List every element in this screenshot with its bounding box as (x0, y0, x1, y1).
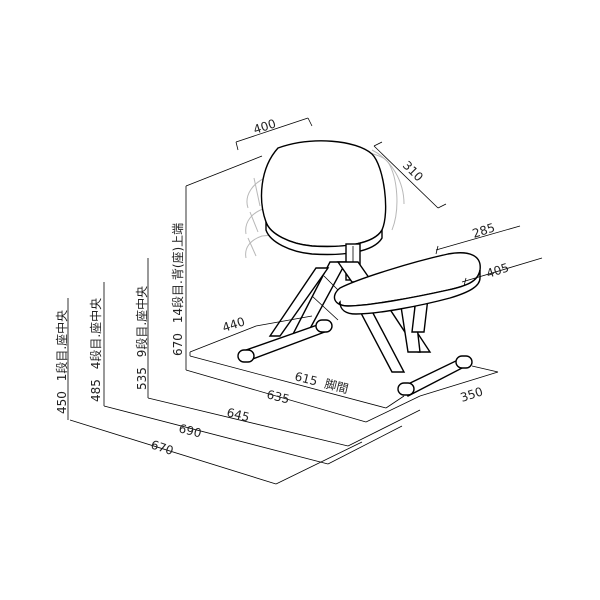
leg-span-value: 615 (293, 369, 319, 388)
knee-pad (333, 252, 481, 315)
height-step-1-text: 450 1段目.座中央 (54, 310, 69, 414)
dim-leg-span: 615 脚間 (189, 355, 405, 409)
label-base-width: 350 (459, 384, 485, 404)
height-label-step-14: 670 14段目.背(座)上端 (170, 223, 185, 356)
dim-knee-width: 405 (461, 257, 543, 287)
height-label-step-9: 535 9段目.座中央 (134, 286, 149, 390)
dim-length-690: 690 (103, 405, 403, 465)
label-knee-depth: 285 (471, 220, 497, 240)
label-knee-width: 405 (485, 260, 511, 280)
height-step-4-text: 485 4段目.座中央 (88, 298, 103, 402)
dim-length-645: 645 (147, 397, 421, 447)
dim-base-depth: 440 (189, 314, 313, 353)
height-step-1-value: 450 (55, 391, 69, 414)
label-seat-depth: 310 (400, 158, 426, 184)
dim-knee-depth: 285 (435, 220, 521, 255)
front-foot (397, 355, 473, 397)
label-length-635: 635 (265, 387, 291, 406)
label-seat-width: 400 (252, 116, 278, 136)
height-step-4-label: 4段目.座中央 (88, 298, 103, 369)
height-step-14-value: 670 (171, 333, 185, 356)
height-step-14-text: 670 14段目.背(座)上端 (170, 223, 185, 356)
dim-length-635: 635 (185, 369, 421, 423)
rear-foot (237, 319, 333, 363)
height-step-9-value: 535 (135, 367, 149, 390)
height-step-9-label: 9段目.座中央 (134, 286, 149, 357)
height-step-14-label: 14段目.背(座)上端 (170, 223, 185, 323)
height-step-4-value: 485 (89, 379, 103, 402)
height-step-1-label: 1段目.座中央 (54, 310, 69, 381)
label-length-645: 645 (225, 405, 251, 424)
leg-span-caption: 脚間 (323, 376, 350, 396)
dim-base-width: 350 (419, 365, 499, 405)
dim-height-lines (67, 155, 263, 420)
dim-seat-width: 400 (235, 116, 313, 151)
label-length-670: 670 (149, 438, 175, 458)
label-leg-span: 615 脚間 (293, 368, 350, 396)
height-label-step-4: 485 4段目.座中央 (88, 298, 103, 402)
label-length-690: 690 (177, 421, 203, 440)
seat-ghost-outlines (245, 149, 405, 259)
dim-length-670: 670 (69, 419, 363, 485)
height-label-step-1: 450 1段目.座中央 (54, 310, 69, 414)
height-step-9-text: 535 9段目.座中央 (134, 286, 149, 390)
label-base-depth: 440 (221, 314, 247, 334)
upper-seat-pad (260, 140, 387, 256)
